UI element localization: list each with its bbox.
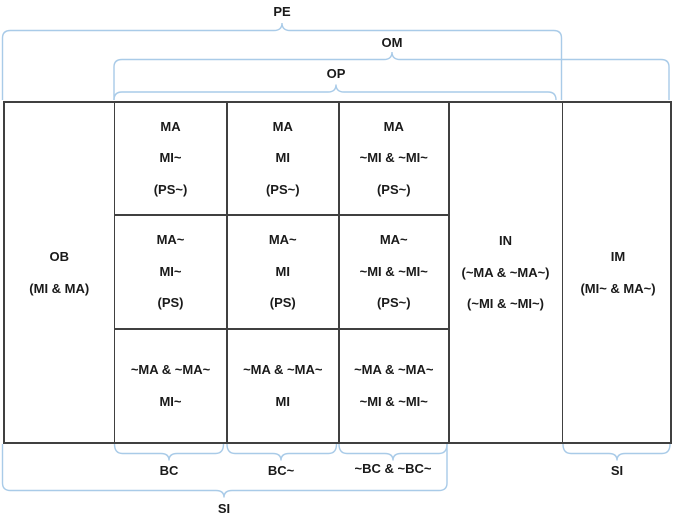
table-divider <box>226 103 228 442</box>
brace-pe <box>1 22 563 100</box>
table-divider <box>561 103 563 442</box>
brace-op <box>113 84 557 101</box>
brace-label-not-bc: ~BC & ~BC~ <box>354 461 432 476</box>
brace-label-si-bottom: SI <box>217 501 231 516</box>
cell-im: IM(MI~ & MA~) <box>580 249 656 296</box>
cell-r2c3: MA~~MI & ~MI~(PS~) <box>359 232 428 311</box>
brace-not-bc <box>338 443 448 461</box>
brace-label-om: OM <box>381 35 403 50</box>
table-divider <box>448 103 450 442</box>
brace-om <box>113 51 670 100</box>
brace-bc-tilde <box>226 443 338 461</box>
brace-label-pe: PE <box>273 4 291 19</box>
brace-label-si-right: SI <box>610 463 624 478</box>
cell-ob: OB(MI & MA) <box>29 249 90 296</box>
brace-label-op: OP <box>326 66 346 81</box>
table-divider <box>113 214 450 216</box>
cell-r2c2: MA~MI(PS) <box>268 232 297 311</box>
table-divider <box>113 328 450 330</box>
brace-si-right <box>562 443 671 461</box>
cell-r3c2: ~MA & ~MA~MI <box>243 362 323 409</box>
table-divider <box>113 103 115 442</box>
table-divider <box>338 103 340 442</box>
brace-label-bc-tilde: BC~ <box>267 463 295 478</box>
brace-label-bc: BC <box>159 463 179 478</box>
cell-r3c3: ~MA & ~MA~~MI & ~MI~ <box>354 362 434 409</box>
brace-si-bottom <box>1 444 448 498</box>
cell-r3c1: ~MA & ~MA~MI~ <box>130 362 211 409</box>
cell-in: IN(~MA & ~MA~)(~MI & ~MI~) <box>461 233 550 312</box>
cell-r2c1: MA~MI~(PS) <box>156 232 185 311</box>
cell-r1c3: MA~MI & ~MI~(PS~) <box>359 118 428 197</box>
brace-bc <box>113 443 225 461</box>
